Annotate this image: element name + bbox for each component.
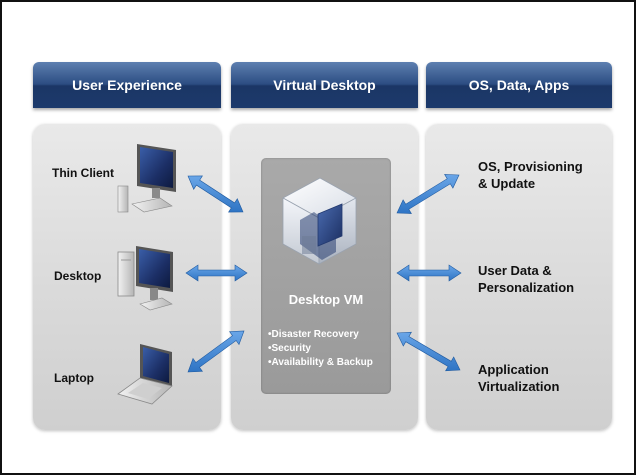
service-label-line: Personalization xyxy=(478,280,575,295)
service-label-line: Application xyxy=(478,362,549,377)
header-virtual-desktop-label: Virtual Desktop xyxy=(273,77,376,93)
desktop-tower-icon xyxy=(117,246,173,311)
arrow-desktop-to-vm xyxy=(185,264,248,282)
vm-feature-item: Security xyxy=(268,342,390,356)
vm-title: Desktop VM xyxy=(288,292,364,307)
service-label-line: OS, Provisioning xyxy=(478,159,583,174)
arrow-vm-to-user-data xyxy=(396,264,462,282)
service-label-app-virtualization: Application Virtualization xyxy=(478,361,559,395)
thin-client-icon xyxy=(117,144,176,213)
laptop-icon xyxy=(117,344,173,405)
arrow-laptop-to-vm xyxy=(187,330,245,373)
vm-feature-item: Disaster Recovery xyxy=(268,328,390,342)
header-user-experience-label: User Experience xyxy=(72,77,182,93)
service-label-line: User Data & xyxy=(478,263,552,278)
header-virtual-desktop: Virtual Desktop xyxy=(231,62,418,108)
service-label-user-data: User Data & Personalization xyxy=(478,262,574,296)
header-os-data-apps-label: OS, Data, Apps xyxy=(468,77,570,93)
device-label-desktop: Desktop xyxy=(54,269,102,283)
arrow-vm-to-app-virtualization xyxy=(396,331,461,372)
header-os-data-apps: OS, Data, Apps xyxy=(426,62,612,108)
device-label-laptop: Laptop xyxy=(54,371,94,385)
service-label-provisioning: OS, Provisioning & Update xyxy=(478,158,583,192)
vm-features-list: Disaster Recovery Security Availability … xyxy=(268,328,390,370)
arrow-vm-to-provisioning xyxy=(396,174,460,214)
vm-feature-item: Availability & Backup xyxy=(268,356,390,370)
service-label-line: & Update xyxy=(478,176,536,191)
arrow-thin-client-to-vm xyxy=(187,175,244,213)
device-label-thin-client: Thin Client xyxy=(52,166,114,180)
service-label-line: Virtualization xyxy=(478,379,560,394)
header-user-experience: User Experience xyxy=(33,62,221,108)
